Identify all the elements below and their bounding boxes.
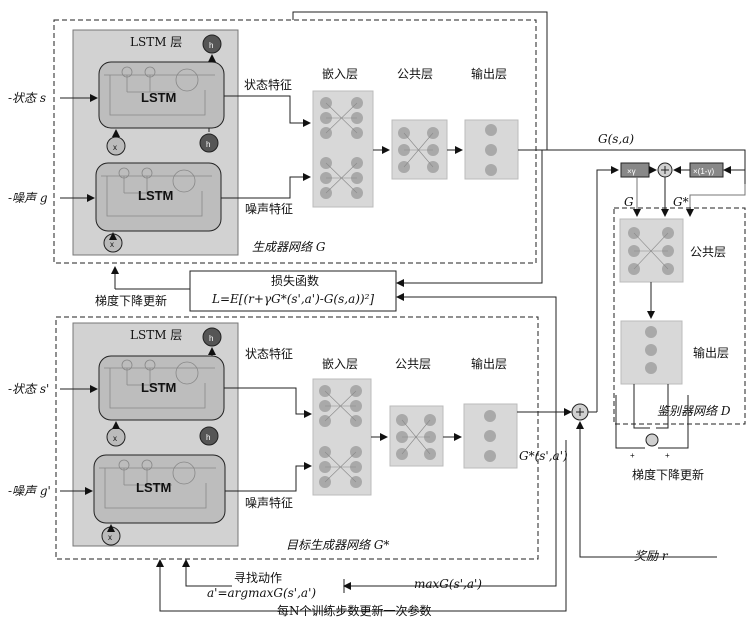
discriminator-common-label: 公共层 — [690, 245, 727, 259]
generator-h-label-mid: h — [206, 140, 211, 149]
target-input-state: -状态 s' — [8, 382, 50, 396]
target-x-label-1: x — [113, 434, 117, 443]
discriminator-output-label: 输出层 — [693, 346, 730, 360]
generator-h-label-top: h — [209, 41, 214, 50]
generator-embed-layer — [312, 90, 374, 208]
generator-connections — [325, 102, 434, 194]
generator-update-label: 梯度下降更新 — [95, 294, 168, 308]
discriminator-update-label: 梯度下降更新 — [632, 468, 705, 482]
target-h-label-top: h — [209, 334, 214, 343]
generator-lstm-cell-2 — [95, 162, 222, 232]
target-h-label-mid: h — [206, 433, 211, 442]
generator-lstm-cell-label-2: LSTM — [138, 188, 174, 203]
target-embed-label: 嵌入层 — [322, 357, 359, 371]
target-network-box — [55, 316, 539, 560]
target-h-node-top — [202, 327, 222, 347]
discriminator-network-box — [613, 207, 746, 425]
target-common-label: 公共层 — [395, 357, 432, 371]
gamma-box-label: ×γ — [627, 167, 636, 176]
gsa-label: G(s,a) — [598, 132, 635, 146]
generator-output-label: 输出层 — [471, 67, 508, 81]
target-x-label-2: x — [108, 533, 112, 542]
discriminator-grad-sum-node — [645, 433, 659, 447]
update-every-n-label: 每N个训练步数更新一次参数 — [277, 604, 432, 618]
argmax-label: a'=argmaxG(s',a') — [207, 586, 317, 600]
generator-h-node-top — [202, 34, 222, 54]
generator-embed-label: 嵌入层 — [322, 67, 359, 81]
generator-x-label-1: x — [113, 143, 117, 152]
discriminator-input-g: G — [624, 195, 634, 209]
target-feature-state: 状态特征 — [245, 347, 294, 361]
loss-title: 损失函数 — [271, 274, 320, 288]
generator-common-label: 公共层 — [397, 67, 434, 81]
loss-function-box — [189, 270, 397, 312]
target-feature-noise: 噪声特征 — [245, 496, 294, 510]
target-network-label: 目标生成器网络 G* — [286, 538, 390, 552]
max-label: maxG(s',a') — [414, 577, 482, 591]
generator-x-label-2: x — [110, 240, 114, 249]
target-input-noise: -噪声 g' — [8, 484, 51, 498]
generator-lstm-title: LSTM 层 — [130, 35, 183, 49]
target-lstm-title: LSTM 层 — [130, 328, 183, 342]
generator-lstm-cell-1 — [98, 61, 225, 129]
find-action-label: 寻找动作 — [234, 571, 283, 585]
discriminator-plus-right: + — [665, 451, 670, 460]
generator-network-label: 生成器网络 G — [252, 240, 326, 254]
generator-network-box — [53, 19, 537, 264]
target-lstm-cell-label-2: LSTM — [136, 480, 172, 495]
target-embed-layer — [312, 378, 372, 496]
target-connections — [324, 390, 431, 483]
generator-input-state: -状态 s — [8, 91, 47, 105]
target-output-symbol: G*(s',a') — [519, 449, 568, 463]
discriminator-input-gstar: G* — [673, 195, 689, 209]
generator-input-noise: -噪声 g — [8, 191, 48, 205]
discriminator-plus-left: + — [630, 451, 635, 460]
generator-lstm-cell-label-1: LSTM — [141, 90, 177, 105]
generator-h-node-mid — [199, 133, 219, 153]
target-lstm-cell-2 — [93, 454, 226, 524]
generator-feature-state: 状态特征 — [244, 78, 293, 92]
generator-lstm-internals — [101, 66, 215, 217]
discriminator-network-label: 鉴别器网络 D — [657, 404, 731, 418]
reward-label: 奖励 r — [634, 549, 668, 563]
generator-feature-noise: 噪声特征 — [245, 202, 294, 216]
one-minus-gamma-label: ×(1-γ) — [693, 167, 715, 176]
target-lstm-cell-label-1: LSTM — [141, 380, 177, 395]
loss-formula: L=E[(r+γG*(s',a')-G(s,a))²] — [212, 292, 375, 306]
target-lstm-internals — [99, 359, 216, 509]
target-output-label: 输出层 — [471, 357, 508, 371]
target-h-node-mid — [199, 426, 219, 446]
